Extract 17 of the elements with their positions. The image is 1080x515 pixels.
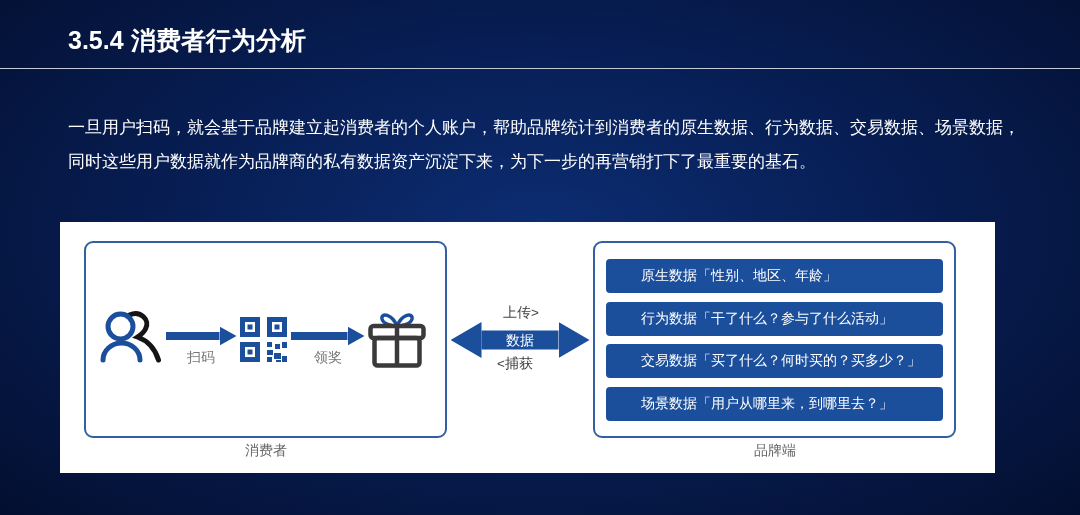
direction-label: <捕获 xyxy=(497,355,533,373)
users-icon xyxy=(99,311,162,363)
direction-label: 上传> xyxy=(503,304,539,322)
qr-code-icon xyxy=(240,317,287,362)
info-bar: 场景数据「用户从哪里来，到哪里去？」 xyxy=(606,387,943,421)
info-bar: 交易数据「买了什么？何时买的？买多少？」 xyxy=(606,344,943,378)
edge-label: 数据 xyxy=(504,331,536,349)
panel-label: 品牌端 xyxy=(753,442,796,460)
info-bar: 原生数据「性别、地区、年龄」 xyxy=(606,259,943,293)
slide-title: 3.5.4 消费者行为分析 xyxy=(68,25,306,56)
gift-icon xyxy=(368,311,426,368)
edge-label: 领奖 xyxy=(311,349,344,367)
double-arrow xyxy=(450,322,590,358)
panel-label: 消费者 xyxy=(244,442,287,460)
info-bar: 行为数据「干了什么？参与了什么活动」 xyxy=(606,302,943,336)
body-text: 一旦用户扫码，就会基于品牌建立起消费者的个人账户，帮助品牌统计到消费者的原生数据、行为数据、交易数据、场景数据，同时这些用户数据就作为品牌商的私有数据资产沉淀下来，为下一步的再营销打下了最重要的基石。 xyxy=(68,117,1021,173)
edge-label: 扫码 xyxy=(185,349,217,367)
